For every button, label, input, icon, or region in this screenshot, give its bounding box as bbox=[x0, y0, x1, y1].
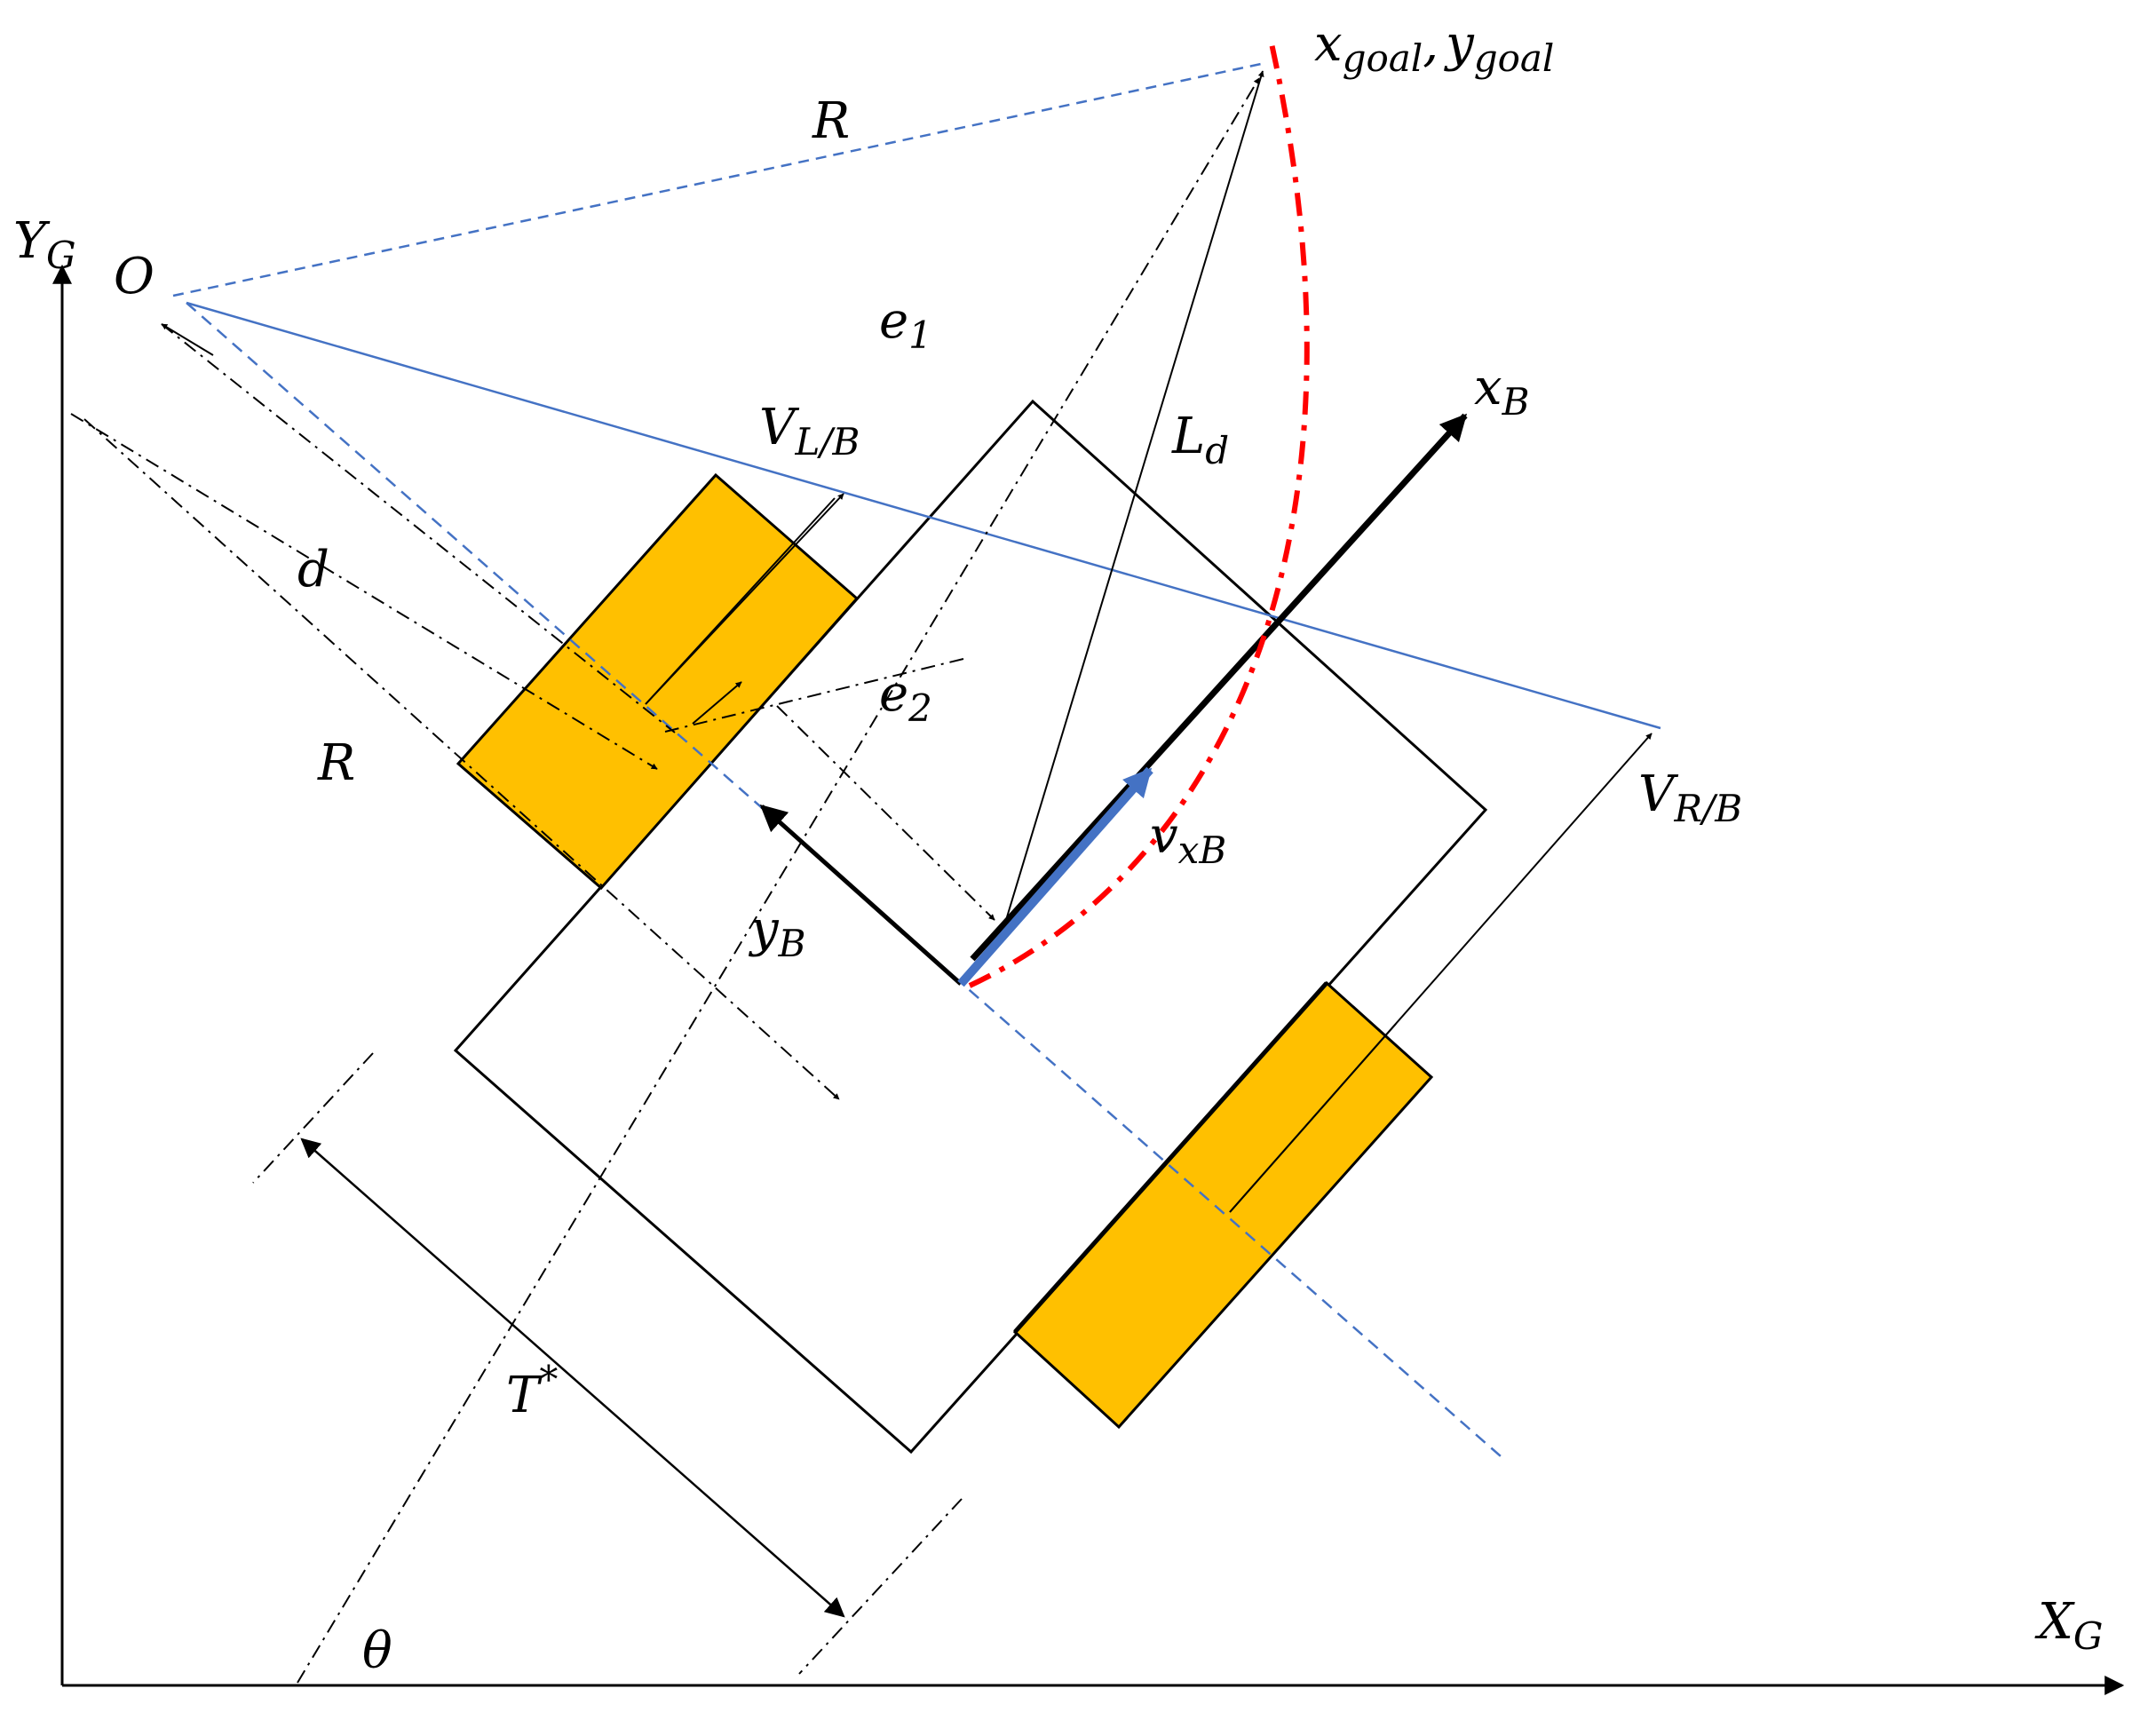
R-left-label: R bbox=[317, 734, 355, 792]
VR-label: VR/B bbox=[1638, 765, 1742, 830]
d-label: d bbox=[297, 541, 329, 598]
T-label: T* bbox=[506, 1358, 558, 1424]
left-wheel bbox=[456, 472, 860, 891]
theta-label: θ bbox=[362, 1622, 392, 1680]
path-arc bbox=[968, 35, 1310, 988]
radius-to-goal-line bbox=[172, 62, 1262, 297]
T-extension-upper bbox=[252, 1052, 374, 1184]
VL-arrow bbox=[645, 493, 844, 705]
e2-guide-line bbox=[776, 705, 995, 921]
right-wheel-edge bbox=[1013, 981, 1328, 1334]
goal-label: xgoal,ygoal bbox=[1314, 15, 1554, 80]
e1-dimension-line bbox=[664, 658, 964, 733]
VL-label: VL/B bbox=[759, 399, 860, 464]
XG-label: XG bbox=[2034, 1593, 2103, 1658]
YG-label: YG bbox=[13, 212, 76, 277]
O-label: O bbox=[114, 248, 155, 305]
T-dimension-arrow bbox=[300, 1138, 845, 1618]
yB-axis bbox=[759, 805, 963, 986]
d-dimension-line-lower bbox=[83, 418, 840, 1100]
radius-to-right-wheel-line bbox=[186, 301, 1661, 730]
T-extension-lower bbox=[798, 1498, 963, 1675]
xB-axis bbox=[970, 413, 1468, 962]
e2-label: e2 bbox=[879, 665, 932, 730]
r-arrow-head-start bbox=[161, 323, 214, 356]
e1-label: e1 bbox=[879, 292, 932, 357]
yB-label: yB bbox=[748, 900, 806, 965]
Ld-arrow bbox=[1002, 70, 1264, 930]
R-top-label: R bbox=[812, 92, 850, 150]
wheel-axis-dashed-line bbox=[186, 302, 1502, 1457]
Ld-label: Ld bbox=[1171, 408, 1229, 472]
xB-label: xB bbox=[1474, 359, 1529, 424]
e1-small-arrow bbox=[692, 681, 742, 725]
VR-arrow bbox=[1229, 733, 1653, 1213]
R-dimension-line bbox=[161, 323, 676, 733]
vxB-arrow bbox=[957, 766, 1153, 987]
vxB-label: vxB bbox=[1150, 807, 1226, 872]
